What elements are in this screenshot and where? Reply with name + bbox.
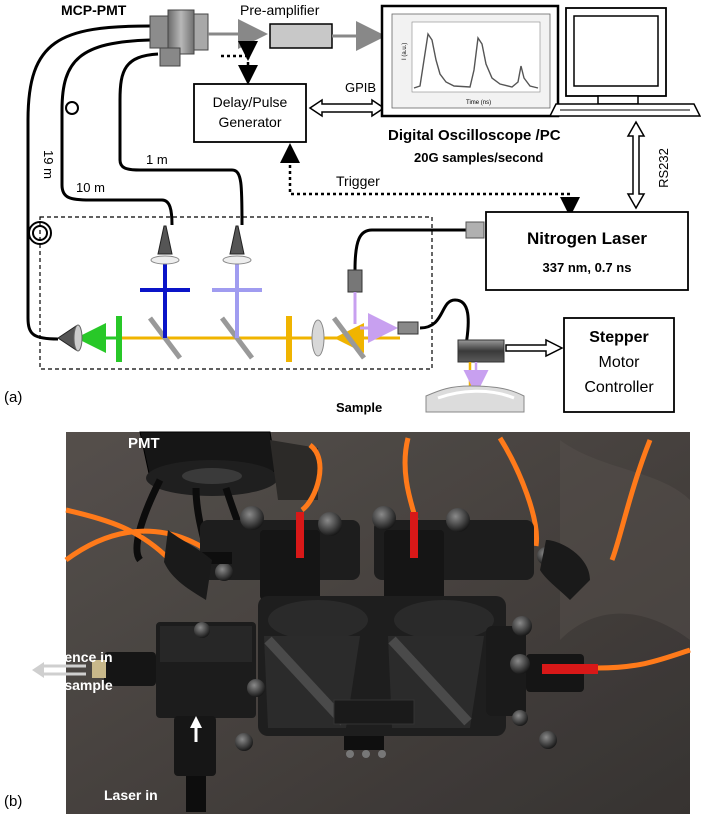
fiber-1m [118,52,244,226]
dichroic-3 [332,316,366,360]
oscilloscope-rate: 20G samples/second [414,150,543,165]
nitrogen-laser-spec: 337 nm, 0.7 ns [543,260,632,275]
fiber-coil-10m [65,101,79,115]
panel-a-schematic: MCP-PMT Pre-amplifier Delay/Pulse Genera… [4,2,701,415]
gpib-label: GPIB [345,80,376,95]
probe-head [457,339,505,363]
panel-a-label: (a) [4,389,22,406]
laser-in-label: Laser in [104,787,158,803]
fiber-10m [60,38,174,226]
fiber-laser [353,228,468,271]
mcp-pmt [149,9,209,67]
blue-lens [150,255,180,265]
stepper-label-1: Stepper [589,329,649,346]
optics-enclosure [39,216,433,370]
scope-ylabel: I (a.u.) [402,43,408,60]
green-collimator [57,325,77,351]
fiber-19m-label: 19 m [41,150,56,179]
right-mount [372,506,566,600]
panel-b-photo: PMT Fluorescence in Laser to sample Lase… [6,431,691,814]
input-coupler [347,269,363,293]
panel-b-label-bg [0,780,64,817]
nitrogen-laser-box [485,211,689,291]
pc-computer [548,7,701,117]
scope-xlabel: Time (ns) [466,100,491,106]
fiber-10m-label: 10 m [76,180,105,195]
left-mount [200,506,360,600]
laser-fiber-coupler [465,221,485,239]
pmt-photo-label: PMT [128,435,160,452]
laser-to-sample-label: Laser to sample [6,677,113,693]
port-cube [92,622,265,812]
delay-pulse-label-2: Generator [218,114,281,130]
right-collimator [486,616,691,749]
green-lens [73,324,83,352]
fiber-coil-19m-b [32,225,48,241]
sample-label: Sample [336,400,382,415]
oscilloscope-title: Digital Oscilloscope /PC [388,127,561,144]
rs232-label: RS232 [656,148,671,188]
mcp-pmt-label: MCP-PMT [61,2,127,18]
oscilloscope: I (a.u.) Time (ns) [380,4,560,118]
fiber-19m [26,24,151,341]
stepper-controller-box [563,317,675,413]
port-arrows [32,662,86,678]
lavender-collimator [229,225,245,255]
lavender-lens [222,255,252,265]
blue-collimator [157,225,173,255]
panel-b-label: (b) [4,793,22,810]
output-coupler [397,321,419,335]
stepper-label-3: Controller [584,379,654,396]
delay-pulse-generator-box [193,83,307,143]
trigger-label: Trigger [336,173,380,189]
fluorescence-in-label: Fluorescence in [6,649,113,665]
delay-pulse-label-1: Delay/Pulse [213,94,288,110]
rs232-link [626,120,646,210]
lens [311,319,325,357]
fiber-cables [26,24,470,346]
gpib-link [308,98,386,118]
nitrogen-laser-title: Nitrogen Laser [527,229,647,248]
pre-amplifier-box [269,23,333,49]
fiber-sample [419,298,470,346]
stepper-arrow [505,338,564,358]
pre-amplifier-label: Pre-amplifier [240,2,320,18]
stepper-label-2: Motor [599,354,641,371]
scope-trace [413,32,539,89]
green-filter [116,316,122,362]
fiber-1m-label: 1 m [146,152,168,167]
fiber-coil-19m-a [28,221,52,245]
yellow-filter [286,316,292,362]
